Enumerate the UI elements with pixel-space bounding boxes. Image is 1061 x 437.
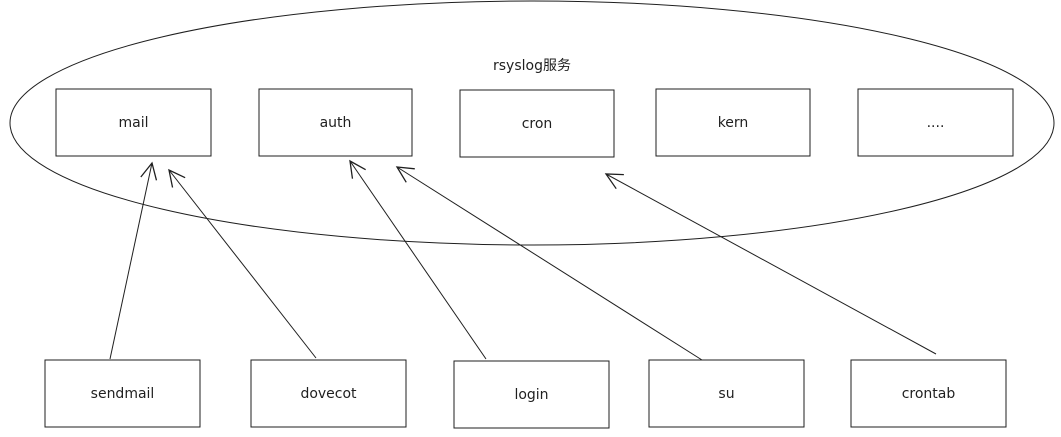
facility-box-auth-rect — [258, 88, 413, 157]
program-box-login-rect — [453, 360, 610, 429]
arrow-su-to-auth — [395, 166, 703, 361]
facility-label: .... — [927, 115, 945, 131]
program-box-su-rect — [648, 359, 805, 428]
facility-box-cron-rect — [459, 89, 615, 158]
program-box-crontab[interactable]: crontab — [850, 359, 1007, 428]
facility-box-cron[interactable]: cron — [459, 89, 615, 158]
arrow-crontab-to-cron — [604, 173, 937, 355]
facility-box-auth[interactable]: auth — [258, 88, 413, 157]
facility-label: auth — [320, 115, 352, 131]
program-box-sendmail[interactable]: sendmail — [44, 359, 201, 428]
program-label: crontab — [902, 386, 956, 402]
facility-label: kern — [718, 115, 749, 131]
facility-box-kern[interactable]: kern — [655, 88, 811, 157]
facility-box-mail[interactable]: mail — [55, 88, 212, 157]
program-label: sendmail — [91, 386, 155, 402]
program-box-su[interactable]: su — [648, 359, 805, 428]
service-title: rsyslog服务 — [493, 58, 571, 74]
program-label: login — [514, 387, 548, 403]
facility-box-mail-rect — [55, 88, 212, 157]
program-box-login[interactable]: login — [453, 360, 610, 429]
program-box-sendmail-rect — [44, 359, 201, 428]
program-box-dovecot[interactable]: dovecot — [250, 359, 407, 428]
facility-label: cron — [522, 116, 553, 132]
arrow-login-to-auth — [349, 159, 487, 360]
program-label: su — [718, 386, 734, 402]
arrow-group — [109, 159, 937, 361]
arrow-sendmail-to-mail — [109, 161, 158, 360]
program-box-dovecot-rect — [250, 359, 407, 428]
facility-box-more[interactable]: .... — [857, 88, 1014, 157]
facility-box-kern-rect — [655, 88, 811, 157]
facility-label: mail — [119, 115, 149, 131]
arrow-dovecot-to-mail — [168, 168, 317, 359]
program-label: dovecot — [300, 386, 357, 402]
program-box-crontab-rect — [850, 359, 1007, 428]
rsyslog-service-ellipse — [9, 0, 1055, 246]
facility-box-more-rect — [857, 88, 1014, 157]
